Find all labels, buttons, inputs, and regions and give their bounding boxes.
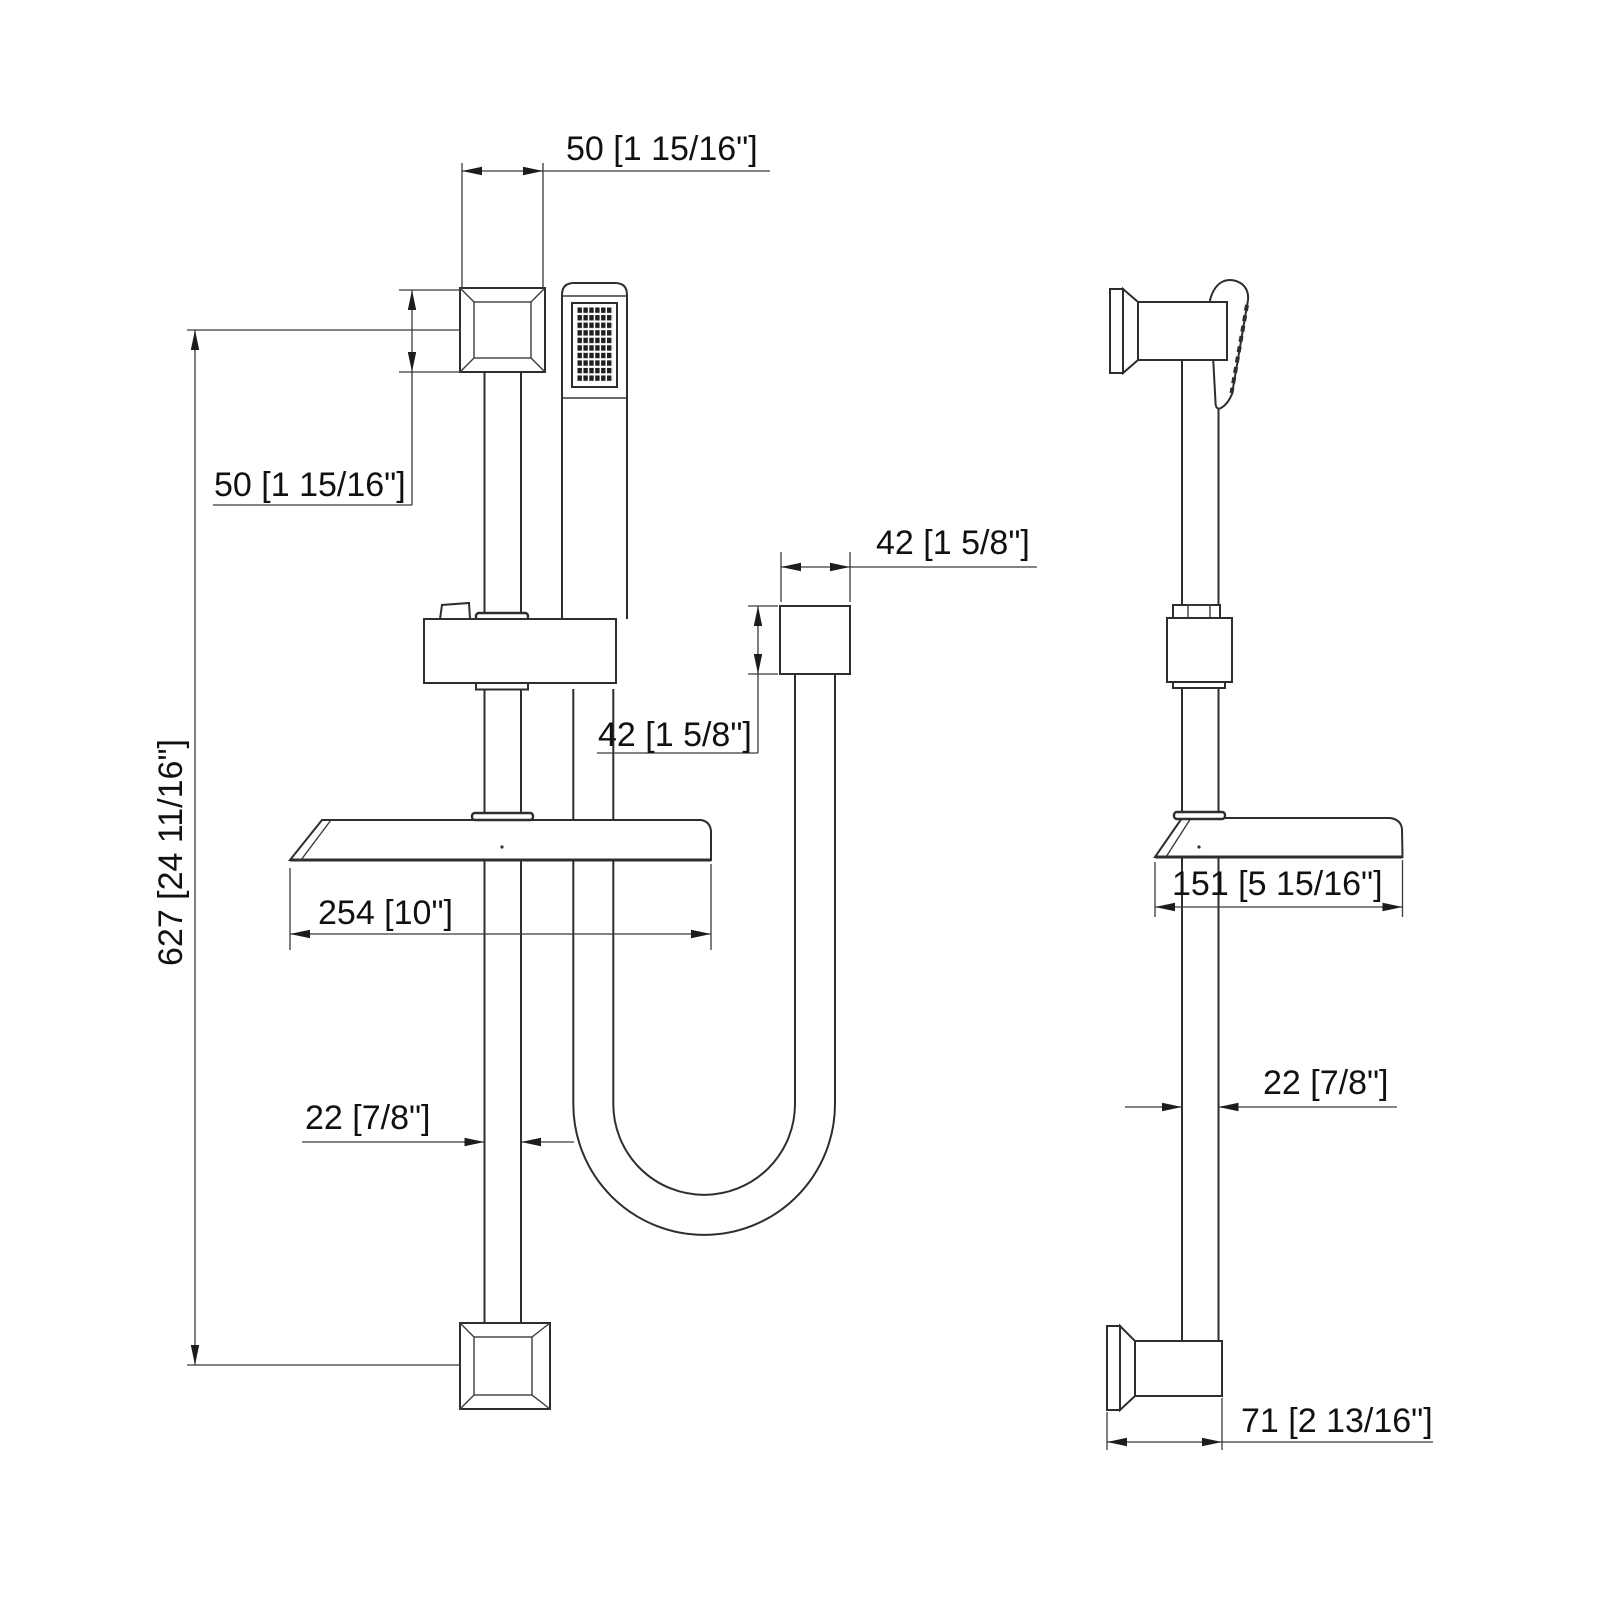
dim-overall-height [187, 329, 460, 1366]
side-view [1106, 279, 1433, 1450]
dim-bracket-height [213, 289, 460, 506]
slider-lock-lever [438, 601, 472, 620]
spray-face-edge [1229, 304, 1249, 394]
dim-bracket-width [461, 163, 770, 287]
dim-rail-width-side [1125, 1102, 1397, 1112]
dim-dish-depth [1154, 860, 1404, 917]
spray-nozzle-grid [577, 307, 613, 383]
dim-label-dish-depth: 151 [5 15/16"] [1172, 865, 1383, 903]
dim-label-dish-width: 254 [10"] [318, 894, 453, 932]
wall-supply-elbow [779, 605, 851, 675]
dim-label-bottom-bracket-depth: 71 [2 13/16"] [1241, 1402, 1433, 1440]
dim-label-bracket-height: 50 [1 15/16"] [214, 466, 406, 504]
slider-bottom-collar [475, 682, 529, 691]
slider-step-side [1172, 604, 1221, 619]
slider-block-front [423, 618, 617, 684]
dim-elbow-width [780, 552, 1037, 602]
dish-collar-side [1172, 810, 1227, 821]
dim-label-bracket-width: 50 [1 15/16"] [566, 130, 758, 168]
bottom-bracket-side [1106, 1325, 1121, 1411]
dim-rail-width-front [302, 1137, 574, 1147]
dim-label-overall-height: 627 [24 11/16"] [152, 739, 190, 966]
dim-label-rail-width-front: 22 [7/8"] [305, 1099, 431, 1137]
hose-u-loop [572, 1103, 836, 1236]
dim-label-elbow-height: 42 [1 5/8"] [598, 716, 752, 754]
soap-dish-front [287, 819, 712, 861]
front-view [187, 163, 1037, 1410]
dim-dish-width [289, 864, 712, 950]
dim-label-elbow-width: 42 [1 5/8"] [876, 524, 1030, 562]
slider-block-side [1166, 617, 1233, 683]
dish-collar-front [470, 811, 535, 822]
soap-dish-side [1153, 817, 1404, 858]
dim-bottom-bracket-depth [1106, 1398, 1433, 1450]
dim-label-rail-width-side: 22 [7/8"] [1263, 1064, 1389, 1102]
top-bracket-side [1109, 288, 1124, 374]
dim-elbow-height [597, 605, 778, 754]
